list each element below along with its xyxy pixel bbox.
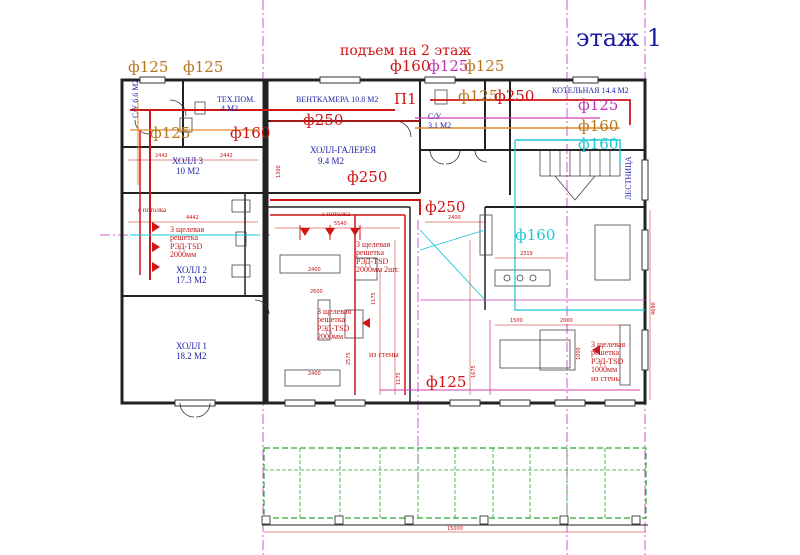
grille-label-center-mid-from: из стены — [369, 350, 399, 359]
dim-vert-4: 1675 — [471, 365, 477, 378]
duct-label-top-160: ф160 — [390, 57, 431, 75]
room-label-sanuzel-left: С/У 6.6 М2 — [131, 79, 140, 118]
dim-gallery-h: 1300 — [276, 165, 282, 178]
room-label-hall1: ХОЛЛ 1 — [176, 341, 208, 351]
duct-label-boiler-cyan: ф160 — [578, 135, 619, 153]
room-label-hall1-area: 18.2 М2 — [176, 351, 207, 361]
duct-label-boiler-160: ф160 — [578, 117, 619, 135]
dim-vert-3: 2575 — [346, 352, 352, 365]
grille-label-center-mid: 3 щелевая решетка РЭД-TSD 2000мм — [317, 307, 352, 342]
room-label-hall2: ХОЛЛ 2 — [176, 265, 208, 275]
duct-label-left-160: ф160 — [230, 124, 271, 142]
note-ceiling-center: с потолка — [322, 210, 351, 218]
dim-vert-2: 1175 — [396, 372, 402, 385]
duct-label-left-125: ф125 — [150, 124, 191, 142]
duct-label-top-2: ф125 — [183, 58, 224, 76]
room-label-ventkamera: ВЕНТКАМЕРА 10.8 М2 — [296, 95, 379, 104]
grille-label-center-top: 3 щелевая решетка РЭД-TSD 2000мм 2шт. — [356, 240, 400, 275]
grille-markers — [152, 222, 600, 355]
dim-hall3-w1: 2442 — [155, 153, 168, 159]
stairs-drawing — [539, 149, 621, 201]
dim-terrace-w: 15000 — [447, 526, 463, 532]
room-label-hall2-area: 17.3 М2 — [176, 275, 207, 285]
dim-kitchen-w: 2400 — [448, 215, 461, 221]
room-label-hall-gallery: ХОЛЛ-ГАЛЕРЕЯ — [310, 145, 377, 155]
furniture — [179, 89, 631, 387]
room-label-hall-gallery-area: 9.4 М2 — [318, 156, 345, 166]
dim-dining-w2: 2000 — [560, 318, 573, 324]
unit-label-p1: П1 — [394, 90, 417, 108]
duct-label-bottom-125: ф125 — [426, 373, 467, 391]
room-label-hall3-area: 10 М2 — [176, 166, 200, 176]
dim-hall3-w2: 2442 — [220, 153, 233, 159]
duct-label-vent-250: ф250 — [303, 111, 344, 129]
duct-routes — [130, 99, 645, 395]
duct-label-top-magenta: ф125 — [428, 57, 469, 75]
duct-label-top-1: ф125 — [128, 58, 169, 76]
duct-label-gallery-250: ф250 — [347, 168, 388, 186]
room-label-boiler: КОТЕЛЬНАЯ 14.4 М2 — [552, 86, 629, 95]
note-ceiling-left: с потолка — [138, 206, 167, 214]
rise-to-second-floor-label: подъем на 2 этаж — [340, 43, 472, 59]
dim-kitchen-table: 2319 — [520, 251, 533, 257]
grille-label-left: 3 щелевая решетка РЭД-TSD 2000мм — [170, 225, 205, 260]
room-label-tech: ТЕХ.ПОМ. — [217, 95, 256, 104]
room-label-stairs: ЛЕСТНИЦА — [624, 156, 633, 200]
dim-living-w: 2600 — [310, 289, 323, 295]
dim-dining-w1: 1500 — [510, 318, 523, 324]
room-label-sanuzel-mid: С/У — [428, 112, 442, 121]
dim-vent-w: 5540 — [334, 221, 347, 227]
duct-label-top-3: ф125 — [464, 57, 505, 75]
dim-vert-1: 1175 — [371, 292, 377, 305]
grille-label-right: 3 щелевая решетка РЭД-TSD 1000мм из стен… — [591, 340, 626, 383]
duct-label-boiler-magenta: ф125 — [578, 96, 619, 114]
room-label-sanuzel-mid-area: 3.1 М2 — [428, 121, 452, 130]
dim-hall2-w: 4442 — [186, 215, 199, 221]
dim-dining-h: 1000 — [576, 347, 582, 360]
duct-label-boiler-250: ф250 — [494, 87, 535, 105]
duct-label-kitchen-cyan: ф160 — [515, 226, 556, 244]
dim-sofa-w1: 2400 — [308, 267, 321, 273]
terrace — [261, 447, 648, 526]
dim-right-h: 4690 — [651, 302, 657, 315]
floor-title: этаж 1 — [576, 24, 663, 52]
room-label-tech-area: 4 М2 — [221, 104, 239, 113]
duct-label-center-250: ф250 — [425, 198, 466, 216]
dim-sofa-w2: 2400 — [308, 371, 321, 377]
duct-label-sanuzel: ф125 — [458, 87, 499, 105]
room-label-hall3: ХОЛЛ 3 — [172, 156, 204, 166]
windows — [139, 76, 649, 407]
dimension-lines — [128, 159, 651, 533]
